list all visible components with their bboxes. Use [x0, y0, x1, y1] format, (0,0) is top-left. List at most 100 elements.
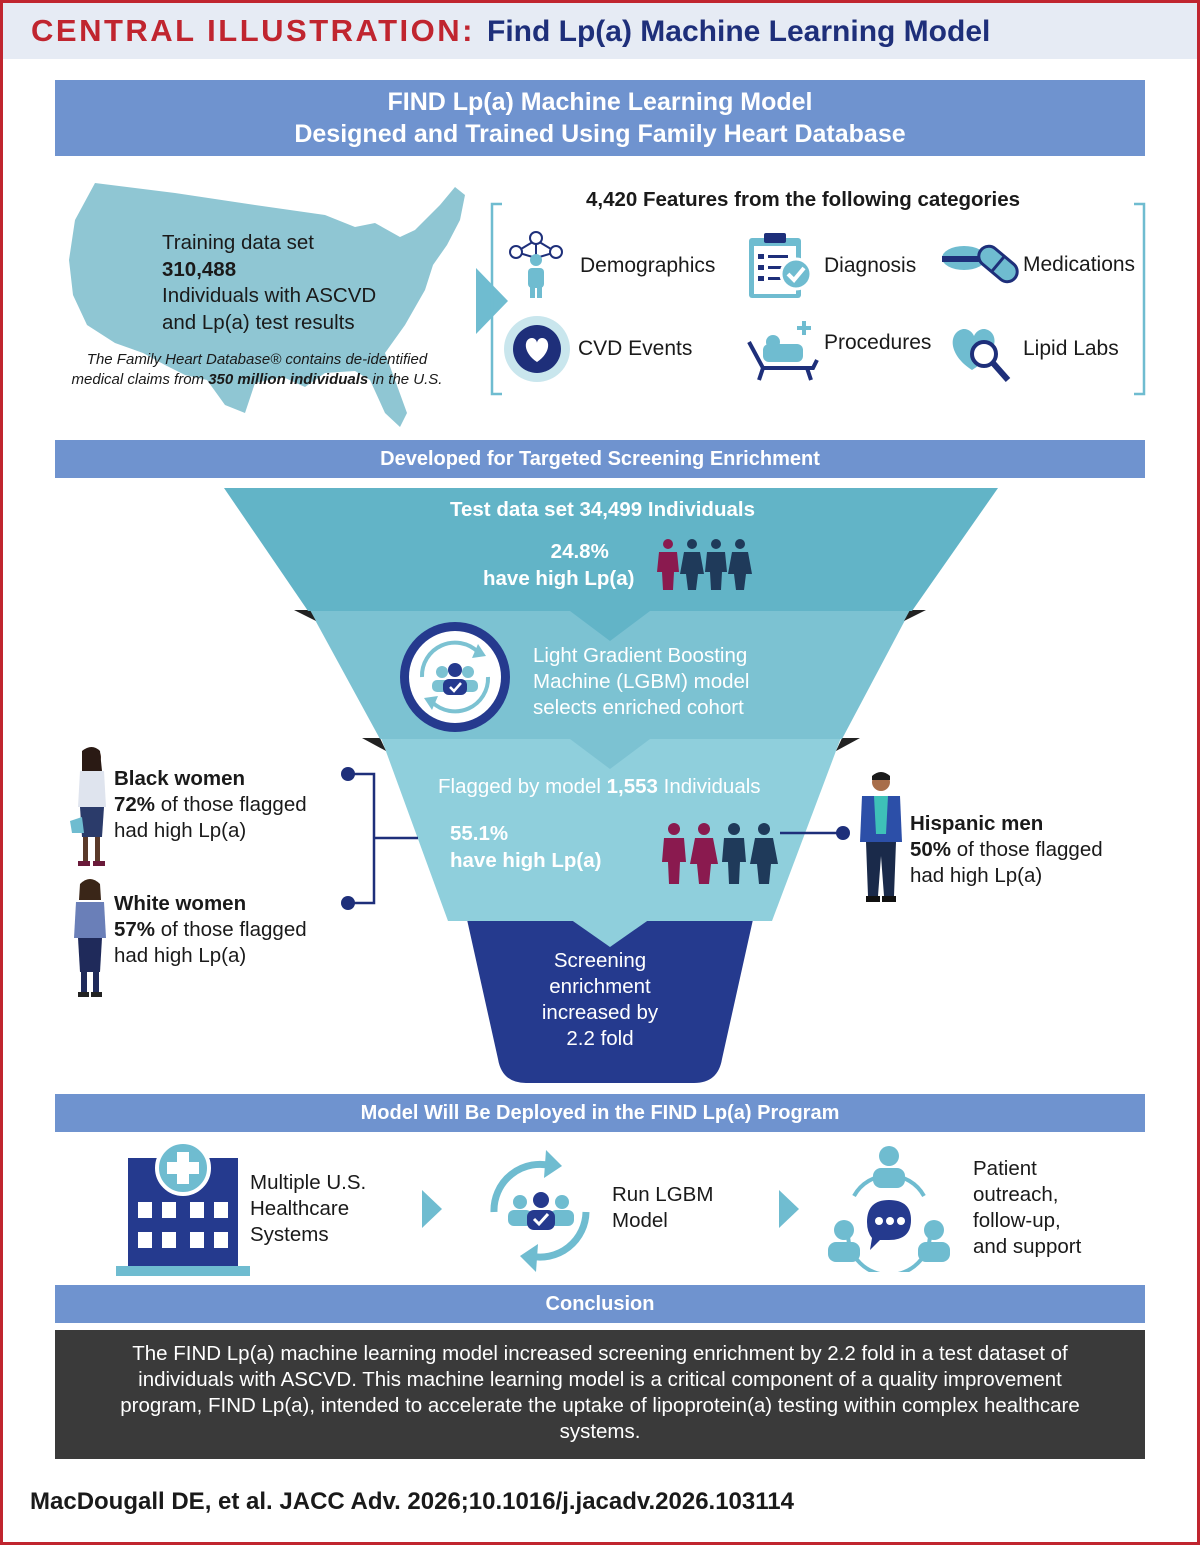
- flagged-label: Flagged by model 1,553 Individuals: [438, 775, 761, 799]
- citation: MacDougall DE, et al. JACC Adv. 2026;10.…: [30, 1488, 794, 1515]
- category-cvd-events: CVD Events: [578, 337, 693, 360]
- right-connector: [780, 826, 850, 840]
- test-label-post: Individuals: [642, 498, 755, 521]
- section-header-deploy-label: Model Will Be Deployed in the FIND Lp(a)…: [360, 1101, 840, 1124]
- lgbm-model-icon: [400, 622, 510, 732]
- training-count: 310,488: [162, 257, 237, 281]
- training-line3: Individuals with ASCVD: [162, 284, 377, 307]
- diagnosis-clipboard-icon: [749, 233, 813, 298]
- funnel-tier-bottom: [466, 915, 754, 1083]
- test-count: 34,499: [579, 498, 643, 521]
- hispanic-men-pct: 50%: [910, 838, 952, 861]
- flagged-count: 1,553: [606, 775, 658, 798]
- flagged-high-lpa: 55.1% have high Lp(a): [450, 820, 601, 874]
- lgbm-line2: Machine (LGBM) model: [533, 670, 750, 693]
- deploy-step2-line1: Run LGBM: [612, 1183, 714, 1206]
- deploy-step3-line1: Patient: [973, 1157, 1037, 1180]
- lgbm-line3: selects enriched cohort: [533, 696, 744, 719]
- white-women-pct: 57%: [114, 918, 156, 941]
- deploy-step-run-model: Run LGBM Model: [612, 1182, 713, 1234]
- deploy-step-healthcare: Multiple U.S. Healthcare Systems: [250, 1170, 366, 1248]
- black-women-pct: 72%: [114, 793, 156, 816]
- lgbm-description: Light Gradient Boosting Machine (LGBM) m…: [533, 643, 749, 721]
- medications-pills-icon: [942, 244, 1019, 284]
- section-header-model: FIND Lp(a) Machine Learning Model Design…: [55, 80, 1145, 156]
- features-bracket: [490, 202, 1146, 396]
- deploy-step2-line2: Model: [612, 1209, 668, 1232]
- funnel-tier-test: [224, 488, 998, 611]
- flagged-label-pre: Flagged by model: [438, 775, 607, 798]
- section-header-screening-label: Developed for Targeted Screening Enrichm…: [380, 447, 820, 470]
- enrichment-line3: increased by: [541, 1001, 659, 1024]
- title-bar: CENTRAL ILLUSTRATION: Find Lp(a) Machine…: [3, 3, 1197, 59]
- lipid-labs-magnifier-icon: [952, 328, 1011, 382]
- conclusion-text: The FIND Lp(a) machine learning model in…: [120, 1342, 1080, 1443]
- section-header-conclusion: Conclusion: [55, 1285, 1145, 1323]
- flagged-label-post: Individuals: [657, 775, 761, 798]
- category-procedures: Procedures: [824, 331, 932, 354]
- deploy-step1-line3: Systems: [250, 1223, 329, 1246]
- database-note: The Family Heart Database® contains de-i…: [52, 350, 462, 390]
- black-women-stat: Black women 72% of those flagged had hig…: [114, 766, 307, 844]
- note-bold: 350 million individuals: [208, 371, 369, 388]
- run-model-cycle-icon: [490, 1150, 590, 1272]
- black-women-line3: had high Lp(a): [114, 819, 247, 842]
- white-woman-figure-icon: [74, 879, 106, 997]
- title-lead: CENTRAL ILLUSTRATION:: [31, 13, 475, 48]
- section-header-line1: FIND Lp(a) Machine Learning Model: [387, 88, 813, 116]
- training-line4: and Lp(a) test results: [162, 310, 355, 334]
- deploy-step3-line2: outreach,: [973, 1183, 1059, 1206]
- deploy-step1-line2: Healthcare: [250, 1197, 350, 1220]
- black-women-label: Black women: [114, 767, 246, 790]
- section-header-screening: Developed for Targeted Screening Enrichm…: [55, 440, 1145, 478]
- deploy-step3-line3: follow-up,: [973, 1209, 1061, 1232]
- lgbm-line1: Light Gradient Boosting: [533, 644, 748, 667]
- features-title: 4,420 Features from the following catego…: [586, 188, 1021, 211]
- test-dataset-label: Test data set 34,499 Individuals: [450, 498, 755, 522]
- note-line1: The Family Heart Database® contains de-i…: [86, 351, 428, 368]
- flagged-pct-label: have high Lp(a): [450, 849, 602, 872]
- procedures-bed-icon: [747, 321, 819, 381]
- white-women-line3: had high Lp(a): [114, 944, 247, 967]
- section-header-line2: Designed and Trained Using Family Heart …: [294, 120, 906, 148]
- white-women-stat: White women 57% of those flagged had hig…: [114, 891, 307, 969]
- hispanic-men-line2: of those flagged: [951, 838, 1103, 861]
- hispanic-men-stat: Hispanic men 50% of those flagged had hi…: [910, 811, 1103, 889]
- deploy-step3-line4: and support: [973, 1235, 1082, 1258]
- enrichment-line4: 2.2 fold: [566, 1027, 634, 1050]
- test-people-icons: [657, 539, 752, 590]
- black-woman-figure-icon: [70, 747, 106, 866]
- test-label-pre: Test data set: [450, 498, 580, 521]
- test-pct-label: have high Lp(a): [483, 567, 635, 590]
- test-pct: 24.8%: [550, 540, 609, 563]
- hispanic-men-line3: had high Lp(a): [910, 864, 1043, 887]
- deploy-arrow-1-icon: [422, 1190, 442, 1228]
- section-header-deploy: Model Will Be Deployed in the FIND Lp(a)…: [55, 1094, 1145, 1132]
- conclusion-box: The FIND Lp(a) machine learning model in…: [55, 1330, 1145, 1459]
- funnel-tier-flagged: [380, 735, 842, 921]
- enrichment-line1: Screening: [553, 949, 647, 972]
- flagged-pct: 55.1%: [450, 822, 509, 845]
- category-demographics: Demographics: [580, 254, 716, 277]
- page-title: Find Lp(a) Machine Learning Model: [487, 15, 991, 48]
- training-data-text: Training data set 310,488 Individuals wi…: [162, 230, 376, 336]
- left-connector: [341, 767, 418, 910]
- black-women-line2: of those flagged: [155, 793, 307, 816]
- note-line2-end: in the U.S.: [368, 371, 443, 388]
- cvd-events-heart-icon: [504, 316, 570, 382]
- deploy-arrow-2-icon: [779, 1190, 799, 1228]
- enrichment-line2: enrichment: [549, 975, 651, 998]
- enrichment-result: Screening enrichment increased by 2.2 fo…: [500, 948, 700, 1052]
- test-high-lpa: 24.8% have high Lp(a): [483, 538, 634, 592]
- training-line1: Training data set: [162, 231, 314, 254]
- us-map-icon: [69, 183, 465, 427]
- hispanic-men-label: Hispanic men: [910, 812, 1044, 835]
- section-header-conclusion-label: Conclusion: [545, 1292, 655, 1315]
- hospital-building-icon: [116, 1140, 250, 1276]
- hispanic-man-figure-icon: [860, 772, 902, 902]
- deploy-step-outreach: Patient outreach, follow-up, and support: [973, 1156, 1081, 1260]
- category-diagnosis: Diagnosis: [824, 254, 917, 277]
- patient-outreach-icon: [828, 1146, 950, 1272]
- white-women-line2: of those flagged: [155, 918, 307, 941]
- category-lipid-labs: Lipid Labs: [1023, 337, 1119, 360]
